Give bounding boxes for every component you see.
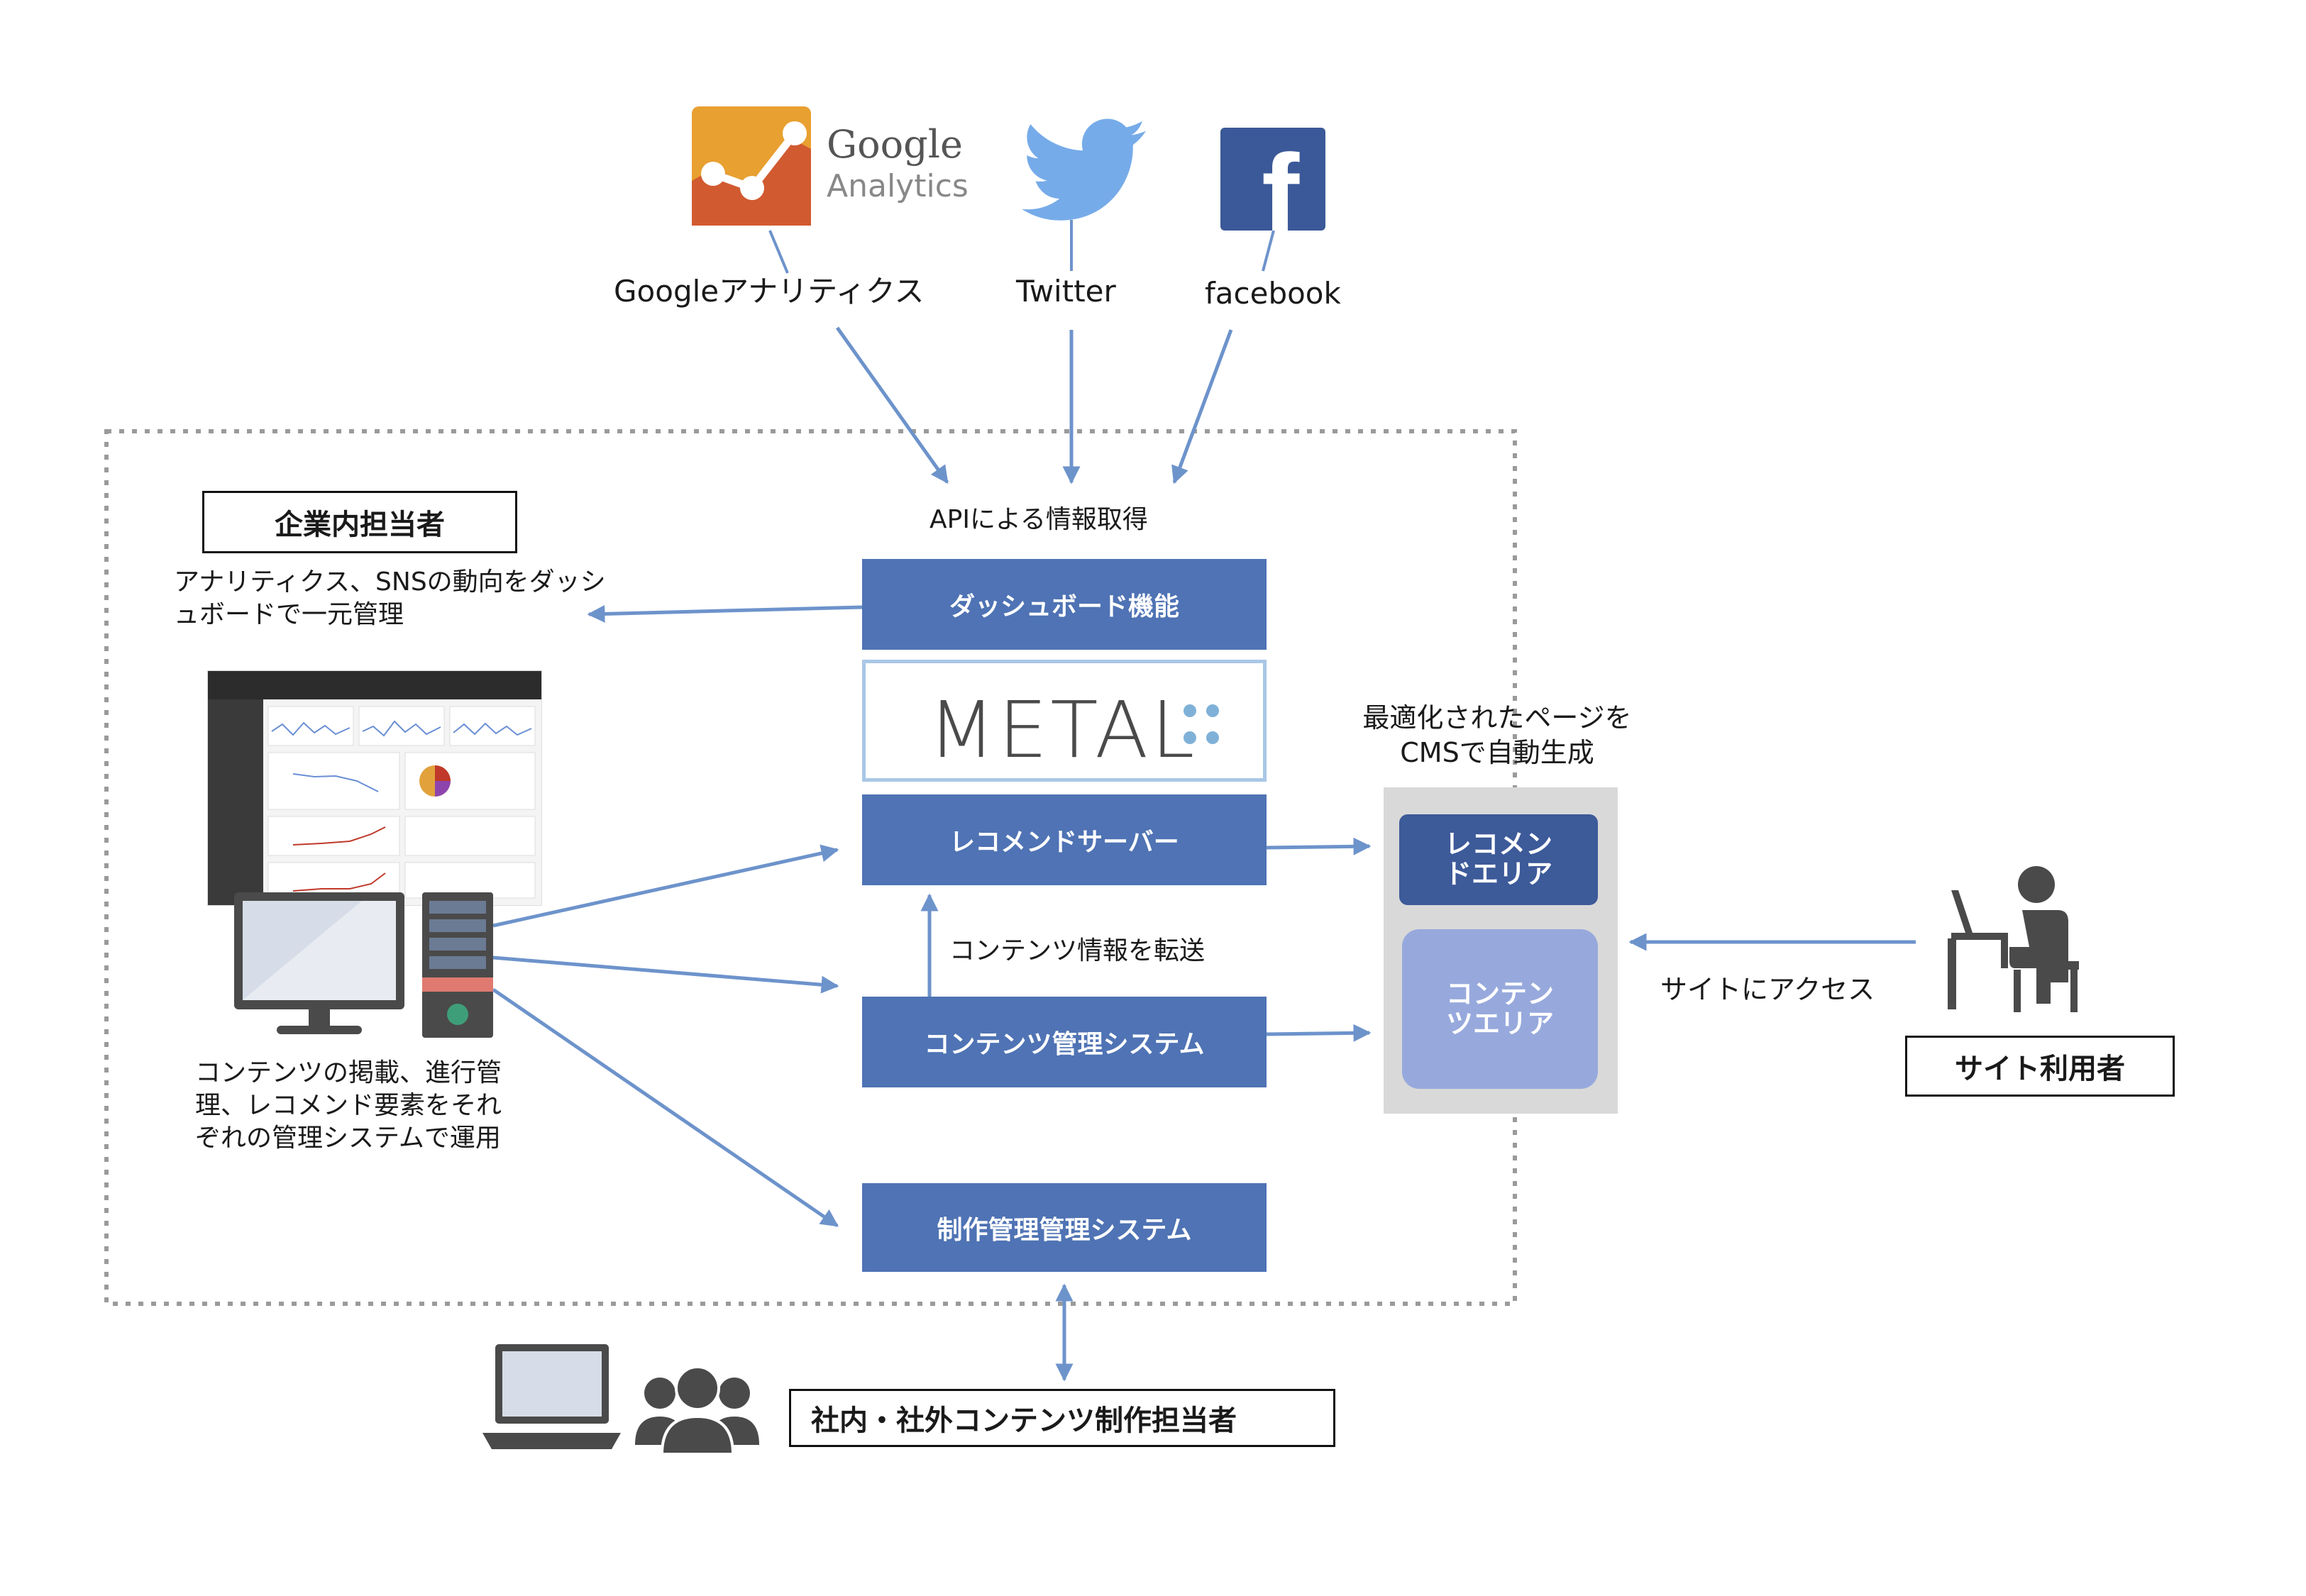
facebook-logo: f [1220,128,1325,231]
dashboard-screenshot [207,670,542,906]
twitter-label: Twitter [1016,274,1116,309]
computer-tower-icon [422,892,493,1038]
metal-system-boundary [104,429,1517,1306]
site-page-mock: レコメンドエリア コンテンツエリア [1384,787,1618,1114]
people-group-icon [635,1365,759,1456]
user-access-label: サイトにアクセス [1660,974,1875,1005]
to-cms-arrow [492,955,839,994]
dashboard-arrow [587,604,863,623]
google-logo-text: Google [827,122,963,167]
api-label: APIによる情報取得 [929,505,1148,534]
laptop-icon [482,1344,621,1449]
analytics-chart-icon [692,106,811,226]
to-production-arrow [492,987,839,1228]
facebook-label: facebook [1205,276,1341,311]
browser-chrome [208,671,541,699]
metal-logo-box: METAL [862,660,1267,782]
content-management-description: コンテンツの掲載、進行管理、レコメンド要素をそれぞれの管理システムで運用 [195,1058,502,1153]
seated-user-icon [1948,866,2079,1012]
recommend-to-site-arrow [1266,837,1372,855]
site-caption: 最適化されたページをCMSで自動生成 [1362,702,1632,768]
facebook-api-arrow [1171,329,1233,484]
dashboard-description: アナリティクス、SNSの動向をダッシュボードで一元管理 [174,567,606,630]
cms-box: コンテンツ管理システム [862,997,1267,1087]
content-area-label: コンテンツエリア [1445,977,1554,1039]
google-analytics-label: Googleアナリティクス [614,274,925,309]
production-management-box: 制作管理管理システム [862,1183,1267,1272]
analytics-logo-text: Analytics [827,168,969,204]
facebook-logo-connector [1262,230,1275,272]
google-api-arrow [835,326,949,484]
recommend-area: レコメンドエリア [1399,814,1598,905]
google-analytics-logo: Google Analytics [692,106,969,231]
dashboard-function-box: ダッシュボード機能 [862,559,1267,650]
content-creators-title: 社内・社外コンテンツ制作担当者 [789,1389,1335,1447]
recommend-area-label: レコメンドエリア [1444,829,1552,890]
recommend-server-box: レコメンドサーバー [862,794,1267,885]
monitor-icon [234,892,404,1034]
transfer-label: コンテンツ情報を転送 [949,936,1206,965]
screenshot-sidebar [208,699,263,905]
facebook-f-icon: f [1262,131,1300,231]
twitter-bird-icon [1022,118,1146,221]
internal-staff-title: 企業内担当者 [202,491,517,553]
metal-logo-text: METAL [928,685,1198,775]
cms-to-site-arrow [1266,1024,1372,1042]
content-area: コンテンツエリア [1402,929,1598,1089]
metal-dots-icon [1184,704,1219,744]
google-logo-connector [768,230,789,274]
site-user-title: サイト利用者 [1905,1036,2175,1097]
to-recommend-arrow [492,844,839,928]
mini-charts [267,706,536,899]
